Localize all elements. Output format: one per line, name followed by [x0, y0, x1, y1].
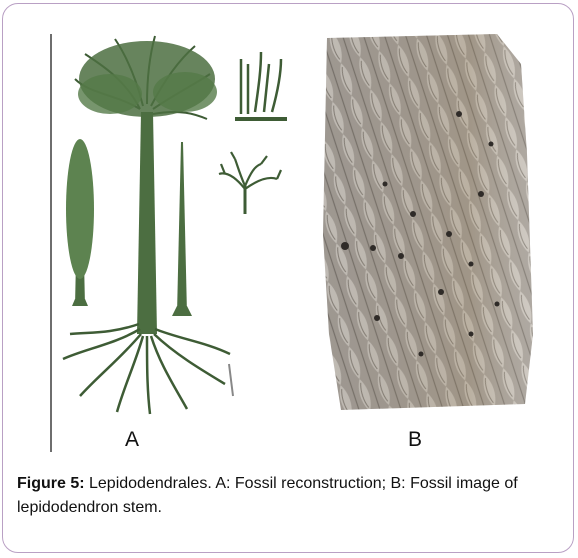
small-plant-upright: [235, 51, 287, 121]
small-plant-bushy: [218, 151, 283, 214]
main-trunk: [137, 112, 157, 334]
caption-label: Figure 5:: [17, 475, 85, 492]
panel-label-b: B: [408, 428, 423, 451]
right-tree-trunk: [177, 142, 187, 314]
figure-caption: Figure 5: Lepidodendrales. A: Fossil rec…: [17, 472, 557, 520]
figure-frame: A B Figure 5: Lepidodendrales. A: Fossil…: [2, 3, 574, 553]
fossil-stem-photo: [323, 34, 533, 410]
tree-roots: [62, 322, 231, 415]
left-tree-foliage: [66, 139, 94, 279]
fossil-reconstruction-illustration: [62, 35, 287, 415]
panel-divider-line: [50, 34, 52, 452]
leaf-scar-dots: [341, 111, 500, 357]
caption-text: Lepidodendrales. A: Fossil reconstructio…: [17, 475, 518, 516]
panel-label-a: A: [125, 428, 140, 451]
